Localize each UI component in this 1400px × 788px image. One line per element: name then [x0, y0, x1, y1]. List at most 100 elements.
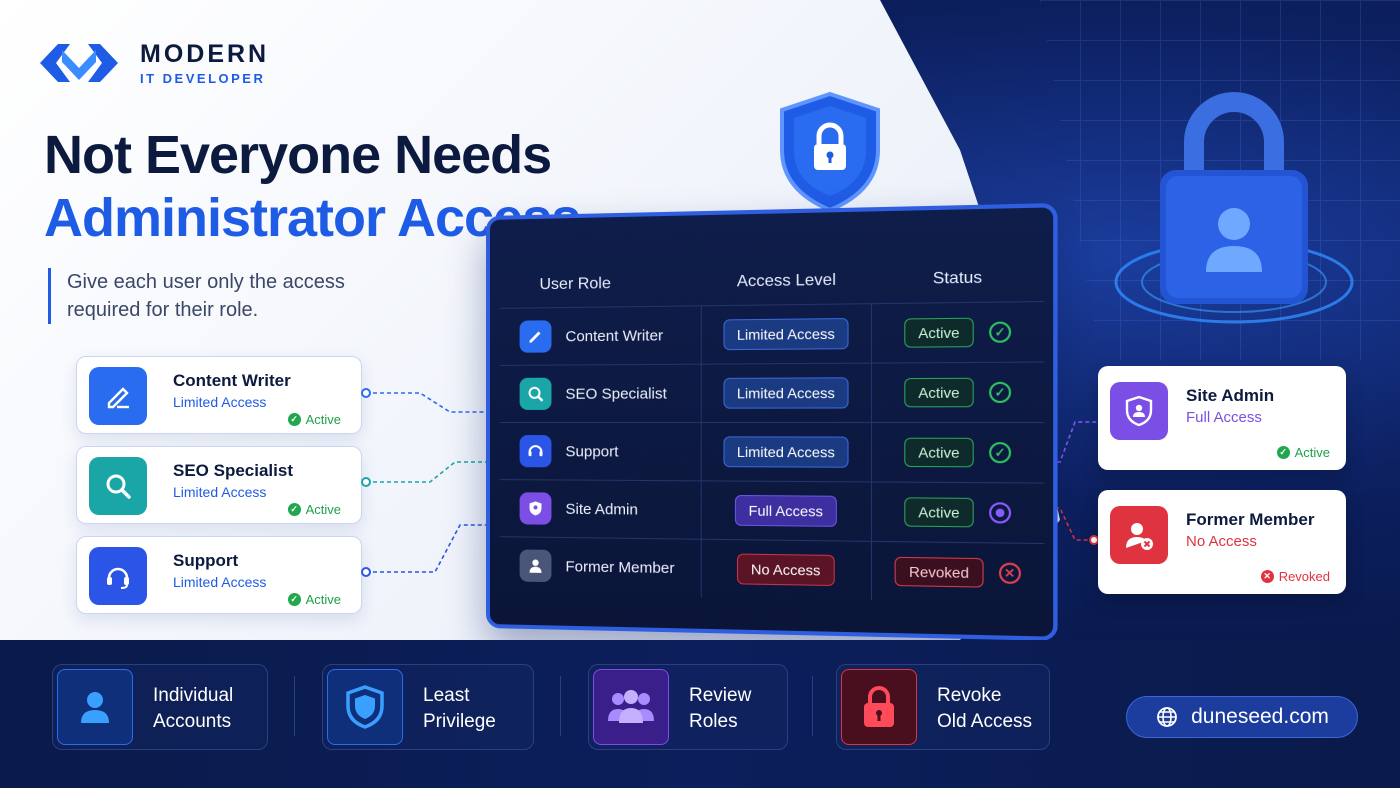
header-user-role: User Role	[539, 275, 611, 294]
status-text: Active	[1294, 445, 1330, 460]
row-role: Content Writer	[565, 326, 664, 345]
status-pill: Active	[904, 377, 974, 408]
access-pill: Full Access	[735, 494, 837, 527]
table-row: SEO Specialist Limited Access Active ✓	[499, 361, 1045, 422]
pencil-icon	[519, 320, 552, 353]
role-card-former-member: Former Member No Access ✕ Revoked	[1098, 490, 1346, 594]
check-icon: ✓	[287, 593, 301, 606]
shield-user-icon	[519, 492, 552, 525]
row-role: SEO Specialist	[565, 384, 667, 403]
user-card-name: SEO Specialist	[173, 461, 293, 480]
feature-line-2: Privilege	[423, 711, 496, 732]
shield-user-icon	[1110, 382, 1168, 440]
access-pill: Limited Access	[723, 318, 849, 351]
role-card-level: No Access	[1186, 533, 1257, 550]
table-header: User Role Access Level Status	[500, 254, 1044, 308]
feature-line-2: Accounts	[153, 711, 232, 732]
table-row: Content Writer Limited Access Active ✓	[499, 300, 1045, 365]
header-status: Status	[932, 269, 983, 288]
feature-line-2: Roles	[689, 711, 738, 732]
access-pill: Limited Access	[723, 436, 849, 468]
status-badge: ✓ Active	[1276, 445, 1330, 460]
check-icon: ✓	[989, 442, 1012, 464]
user-card-seo-specialist: SEO Specialist Limited Access ✓ Active	[76, 446, 362, 524]
search-icon	[519, 377, 552, 410]
user-card-level: Limited Access	[173, 484, 267, 500]
check-icon: ✓	[287, 413, 301, 426]
check-icon: ✓	[989, 381, 1012, 404]
status-pill: Revoked	[894, 556, 984, 588]
role-card-level: Full Access	[1186, 409, 1262, 426]
shield-icon	[327, 669, 403, 745]
brand-tagline: IT DEVELOPER	[140, 70, 266, 86]
subtext: Give each user only the access required …	[48, 268, 408, 324]
pencil-icon	[89, 367, 147, 425]
role-card-name: Former Member	[1186, 510, 1315, 529]
feature-line-1: Review	[689, 685, 752, 706]
header-access-level: Access Level	[736, 271, 836, 291]
status-pill: Active	[904, 317, 974, 348]
feature-line-1: Individual	[153, 685, 234, 706]
access-pill: Limited Access	[723, 377, 849, 409]
headset-icon	[519, 435, 552, 468]
divider	[560, 676, 561, 736]
shield-lock-icon	[780, 91, 880, 213]
row-role: Former Member	[565, 557, 675, 577]
row-role: Support	[565, 442, 619, 461]
check-icon: ✓	[1276, 446, 1290, 459]
feature-line-2: Old Access	[937, 711, 1033, 732]
table-row: Site Admin Full Access Active	[499, 479, 1045, 544]
status-text: Active	[305, 502, 341, 517]
search-icon	[89, 457, 147, 515]
status-badge: ✓ Active	[287, 592, 341, 607]
role-card-name: Site Admin	[1186, 386, 1275, 405]
status-pill: Active	[904, 437, 974, 468]
status-text: Revoked	[1278, 569, 1330, 584]
divider	[812, 676, 813, 736]
user-card-name: Support	[173, 551, 239, 570]
globe-icon	[1157, 707, 1178, 727]
user-card-support: Support Limited Access ✓ Active	[76, 536, 362, 614]
check-icon: ✓	[989, 321, 1012, 343]
access-table: User Role Access Level Status Content Wr…	[499, 254, 1045, 604]
x-icon: ✕	[998, 562, 1021, 585]
lock-icon	[841, 669, 917, 745]
user-x-icon	[1110, 506, 1168, 564]
status-badge: ✓ Active	[287, 412, 341, 427]
access-pill: No Access	[737, 553, 835, 587]
status-text: Active	[305, 592, 341, 607]
status-badge: ✓ Active	[287, 502, 341, 517]
website-link[interactable]: duneseed.com	[1126, 696, 1358, 738]
user-card-level: Limited Access	[173, 394, 267, 410]
table-row: Former Member No Access Revoked ✕	[499, 536, 1045, 604]
group-icon	[593, 669, 669, 745]
row-role: Site Admin	[565, 500, 638, 519]
user-card-name: Content Writer	[173, 371, 291, 390]
connector-dot-icon	[989, 502, 1012, 524]
table-row: Support Limited Access Active ✓	[499, 422, 1045, 483]
user-card-content-writer: Content Writer Limited Access ✓ Active	[76, 356, 362, 434]
headset-icon	[89, 547, 147, 605]
status-pill: Active	[904, 497, 974, 528]
user-icon	[519, 549, 552, 583]
user-card-level: Limited Access	[173, 574, 267, 590]
x-icon: ✕	[1260, 570, 1274, 583]
brand-name: MODERN	[140, 39, 270, 68]
feature-line-1: Least	[423, 685, 470, 706]
website-url: duneseed.com	[1191, 705, 1329, 728]
check-icon: ✓	[287, 503, 301, 516]
status-badge: ✕ Revoked	[1260, 569, 1330, 584]
status-text: Active	[305, 412, 341, 427]
access-table-panel: User Role Access Level Status Content Wr…	[486, 203, 1058, 641]
brand-logo: MODERN IT DEVELOPER	[36, 38, 269, 88]
headline-line-1: Not Everyone Needs	[44, 125, 552, 185]
logo-mark-icon	[40, 44, 118, 82]
feature-line-1: Revoke	[937, 685, 1002, 706]
role-card-site-admin: Site Admin Full Access ✓ Active	[1098, 366, 1346, 470]
padlock-user-icon	[1114, 92, 1354, 324]
